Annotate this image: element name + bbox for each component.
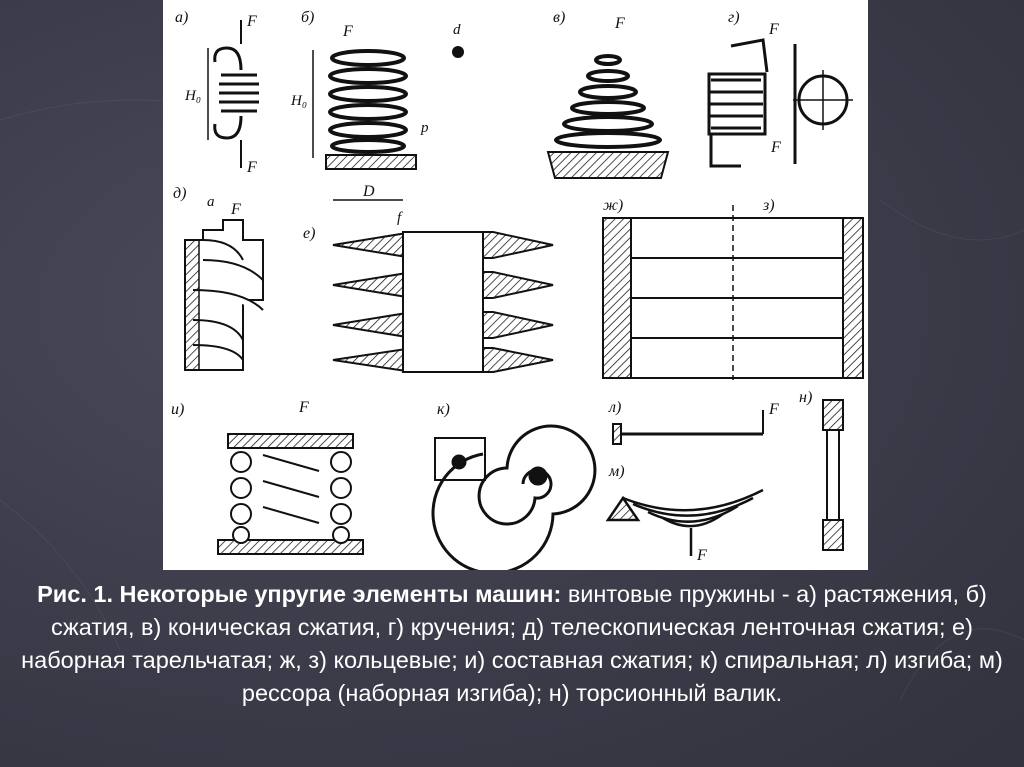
spring-b-compression [328, 49, 408, 154]
caption-title: Рис. 1. Некоторые упругие элементы машин… [37, 581, 562, 607]
pitch-label: p [420, 120, 429, 136]
label-a: а) [175, 9, 188, 26]
spring-k-spiral [431, 424, 597, 570]
label-l: л) [608, 399, 621, 416]
force-label-g-bottom: F [770, 139, 781, 156]
spring-b-base [325, 154, 417, 170]
height-label-a: H₀ [184, 88, 201, 104]
caption-text: винтовые пружины - а) растяжения, б) сжа… [21, 581, 1003, 706]
spring-d-section [184, 239, 200, 371]
spring-g-torsion [707, 38, 853, 168]
spring-l-bending [612, 410, 764, 445]
label-k: к) [437, 401, 450, 418]
force-label-d: F [230, 201, 241, 218]
elastic-elements-diagram: а) F F H₀ б) F H₀ D p d в) F г) [171, 9, 864, 570]
label-zh: ж) [603, 197, 623, 214]
figure-image: а) F F H₀ б) F H₀ D p d в) F г) [163, 0, 868, 570]
deflection-label: f [397, 210, 403, 226]
spring-n-torsion-bar [822, 399, 844, 551]
force-label-g-top: F [768, 21, 779, 38]
spring-a-extension [207, 20, 259, 168]
force-label-v: F [614, 15, 625, 32]
figure-caption: Рис. 1. Некоторые упругие элементы машин… [0, 578, 1024, 758]
gap-label: a [207, 194, 215, 210]
wire-label: d [453, 22, 461, 38]
spring-v-conical [554, 54, 662, 149]
label-m: м) [608, 463, 625, 480]
label-d: д) [173, 185, 186, 202]
label-e: е) [303, 225, 315, 242]
spring-d-telescopic [184, 219, 264, 371]
spring-i-composite [217, 433, 364, 555]
force-label-m: F [696, 547, 707, 564]
force-label-i: F [298, 399, 309, 416]
spring-v-base [546, 151, 670, 179]
force-label-b: F [342, 23, 353, 40]
label-n: н) [799, 389, 812, 406]
force-label-l: F [768, 401, 779, 418]
wire-section [452, 46, 464, 58]
spring-m-leaf-set [605, 488, 764, 556]
label-i: и) [171, 401, 184, 418]
label-g: г) [728, 9, 740, 26]
label-b: б) [301, 9, 314, 26]
force-label-a-top: F [246, 13, 257, 30]
height-label-b: H₀ [290, 93, 307, 109]
label-v: в) [553, 9, 565, 26]
spring-zh-z-ring [602, 205, 864, 380]
diameter-label: D [362, 183, 375, 200]
spring-e-belleville [332, 231, 554, 373]
label-z: з) [762, 197, 775, 214]
force-label-a-bottom: F [246, 159, 257, 176]
